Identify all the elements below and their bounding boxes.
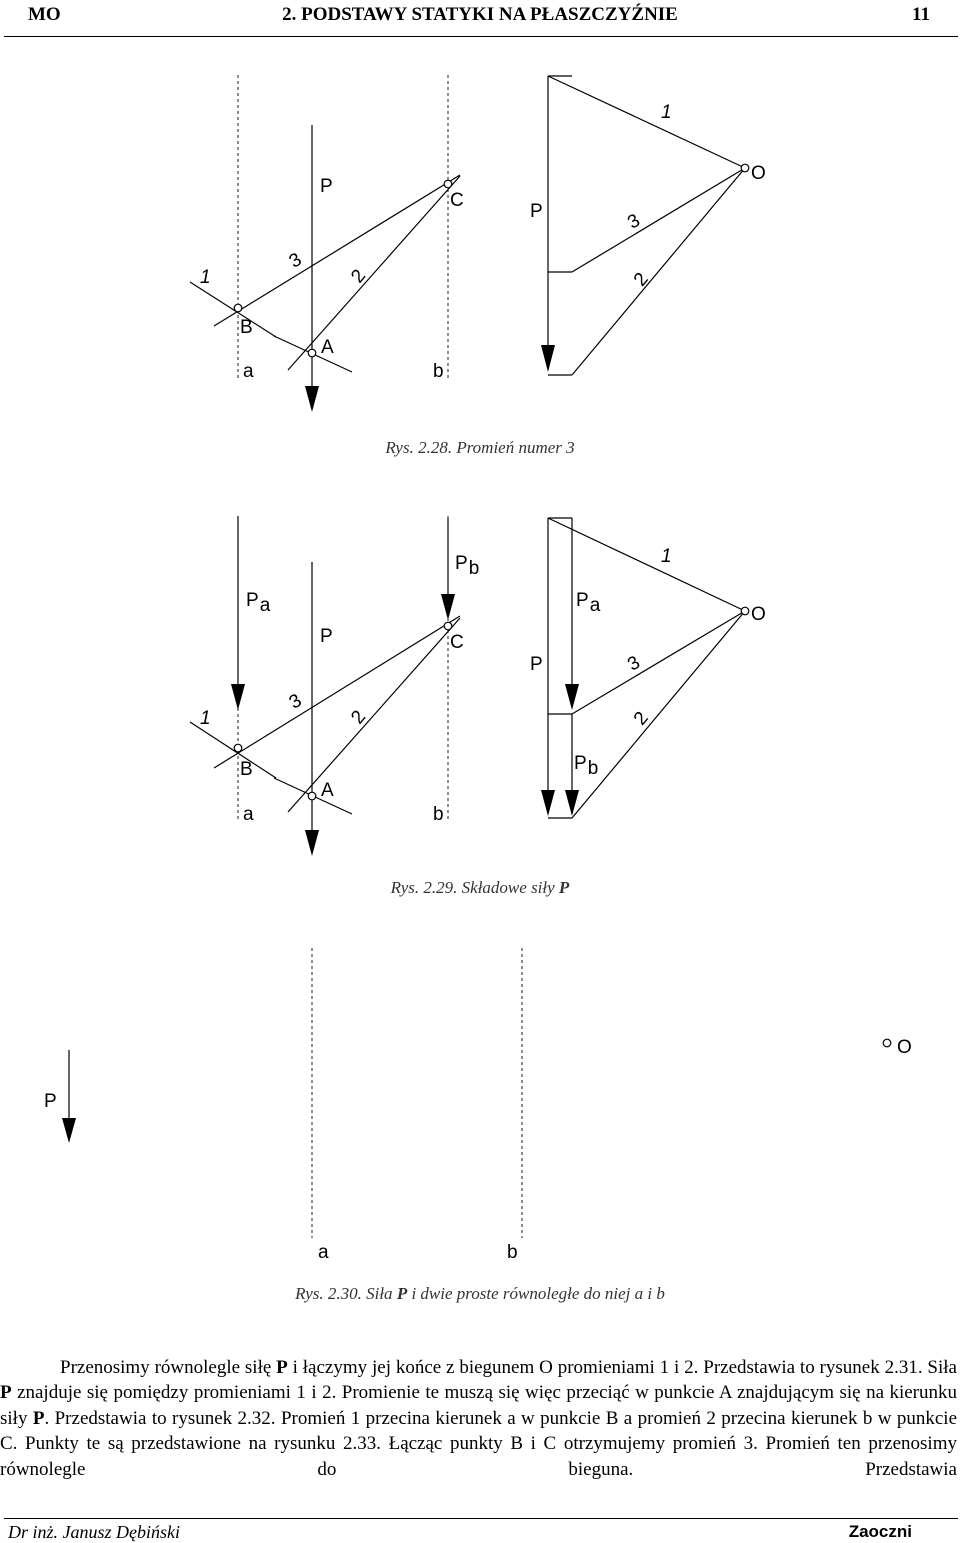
ray-2 [287,617,461,813]
polygon-Pb-arrowhead [565,790,579,816]
paragraph: Przenosimy równolegle siłę P i łączymy j… [0,1357,958,1480]
figure-2-30: P O a b [44,948,912,1263]
figure-2-29: Pa P Pb C 1 3 2 B A a b P Pa Pb O 1 3 2 [189,516,766,856]
caption-2-30: Rys. 2.30. Siła P i dwie proste równoleg… [295,1284,665,1303]
label-pole-O: O [751,604,766,625]
footer-rule [4,1518,958,1519]
label-poly-ray1: 1 [661,102,672,123]
header-left: MO [28,4,61,25]
label-a: a [243,361,254,382]
label-ray1: 1 [200,267,211,288]
caption-2-29: Rys. 2.29. Składowe siły P [390,878,570,897]
point-A [307,791,317,801]
label-B: B [240,317,253,338]
label-ray1: 1 [200,708,211,729]
label-A: A [321,780,334,801]
polygon-ray-1 [547,75,746,169]
point-C [443,179,453,189]
ray-2 [287,175,461,371]
polygon-P-arrowhead [541,790,555,816]
label-ray3: 3 [286,690,306,713]
label-b: b [507,1242,518,1263]
point-C [443,621,453,631]
polygon-ray-3 [571,610,746,715]
header-title: 2. PODSTAWY STATYKI NA PŁASZCZYŹNIE [282,4,678,25]
page-number: 11 [912,4,930,25]
figure-2-28: P C 1 3 2 B A a b P O 1 3 2 [189,75,766,412]
label-pole-O: O [751,163,766,184]
force-Pb-arrowhead [441,594,455,620]
label-C: C [450,190,464,211]
label-polygon-P: P [530,654,543,675]
footer-author: Dr inż. Janusz Dębiński [8,1522,180,1542]
polygon-Pa-arrowhead [565,684,579,710]
label-Pa: Pa [246,590,271,616]
label-ray3: 3 [286,249,306,272]
page-header: MO 2. PODSTAWY STATYKI NA PŁASZCZYŹNIE 1… [0,0,960,37]
caption-2-28: Rys. 2.28. Promień numer 3 [385,438,575,457]
label-poly-ray1: 1 [661,546,672,567]
label-a: a [243,804,254,825]
label-ray2: 2 [347,266,370,288]
body-paragraph: Przenosimy równolegle siłę P i łączymy j… [0,1355,957,1482]
polygon-ray-2 [571,610,746,819]
label-Pb: Pb [455,553,479,579]
ray-1 [189,281,277,338]
label-b: b [433,361,444,382]
force-Pa-arrowhead [231,684,245,710]
ray-1 [189,721,277,779]
point-B [233,743,243,753]
label-O: O [897,1037,912,1058]
label-poly-ray2: 2 [630,269,653,291]
label-polygon-Pa: Pa [576,590,601,616]
label-P: P [320,176,333,197]
label-poly-ray3: 3 [624,652,644,675]
footer-label: Zaoczni [848,1522,912,1541]
label-a: a [318,1242,329,1263]
label-b: b [433,804,444,825]
force-P-arrowhead [305,830,319,856]
force-P-arrowhead [62,1118,76,1143]
label-ray2: 2 [347,707,370,729]
label-P: P [320,626,333,647]
label-A: A [321,337,334,358]
force-P-arrowhead [305,386,319,412]
pole-O [740,606,750,616]
label-polygon-P: P [530,201,543,222]
label-polygon-Pb: Pb [574,753,598,779]
polygon-P-arrowhead [541,345,555,372]
point-A [307,348,317,358]
polygon-ray-1 [547,517,746,612]
polygon-ray-3 [571,167,746,273]
point-B [233,303,243,313]
label-P: P [44,1091,57,1112]
label-C: C [450,632,464,653]
label-B: B [240,759,253,780]
polygon-ray-2 [571,167,746,376]
pole-O [882,1038,892,1048]
ray-3 [213,615,461,769]
header-rule [4,36,958,37]
pole-O [740,163,750,173]
ray-3 [213,174,461,327]
